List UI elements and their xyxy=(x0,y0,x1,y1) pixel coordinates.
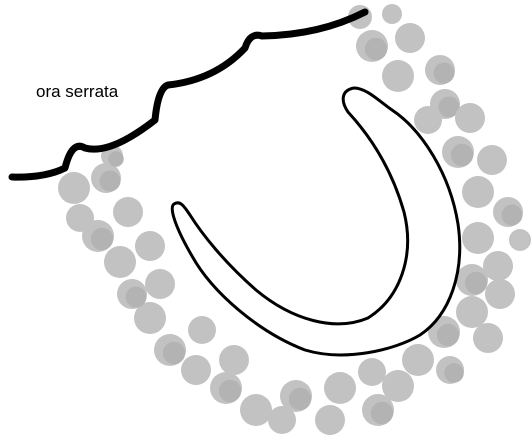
pigment-dot-shade xyxy=(465,272,487,294)
pigment-dot xyxy=(113,197,143,227)
pigment-dot xyxy=(382,60,414,92)
pigment-dot xyxy=(462,222,494,254)
pigment-dot-shade xyxy=(371,402,393,424)
pigment-dot-shade xyxy=(434,63,455,84)
pigment-dot-shade xyxy=(444,363,464,383)
pigment-dot-shade xyxy=(365,38,387,60)
pigment-dot xyxy=(66,204,94,232)
pigment-dot xyxy=(509,229,531,251)
pigment-dot xyxy=(477,145,507,175)
pigment-dot-shade xyxy=(163,342,185,364)
pigment-dot xyxy=(462,176,494,208)
pigment-dot-shade xyxy=(219,380,241,402)
pigment-dot xyxy=(268,406,296,434)
pigment-dot-shade xyxy=(289,388,311,410)
pigment-dot xyxy=(315,405,345,435)
pigment-dot xyxy=(456,296,488,328)
pigment-dot xyxy=(414,106,442,134)
pigment-dot xyxy=(455,103,485,133)
pigment-dot xyxy=(181,355,211,385)
pigment-dot-shade xyxy=(91,228,113,250)
pigment-dot xyxy=(58,172,90,204)
pigment-dot xyxy=(358,358,386,386)
pigment-dot xyxy=(382,4,402,24)
pigment-dot-shade xyxy=(502,205,523,226)
pigment-dot-shade xyxy=(451,144,473,166)
pigment-dot xyxy=(240,394,272,426)
pigment-dot xyxy=(104,246,136,278)
pigment-dot-shade xyxy=(100,171,121,192)
ora-serrata-label: ora serrata xyxy=(36,82,118,102)
pigment-dot xyxy=(324,372,356,404)
pigment-dot xyxy=(219,345,249,375)
pigment-dot xyxy=(395,23,425,53)
pigment-dot xyxy=(135,231,165,261)
pigment-dot-shade xyxy=(437,324,459,346)
pigment-dot xyxy=(188,316,216,344)
pigment-dots xyxy=(58,4,531,435)
pigment-dot-shade xyxy=(108,151,123,166)
pigment-dot xyxy=(145,269,175,299)
pigment-dot xyxy=(473,323,503,353)
pigment-dot-shade xyxy=(126,287,147,308)
pigment-dot xyxy=(485,279,515,309)
pigment-dot xyxy=(402,344,434,376)
